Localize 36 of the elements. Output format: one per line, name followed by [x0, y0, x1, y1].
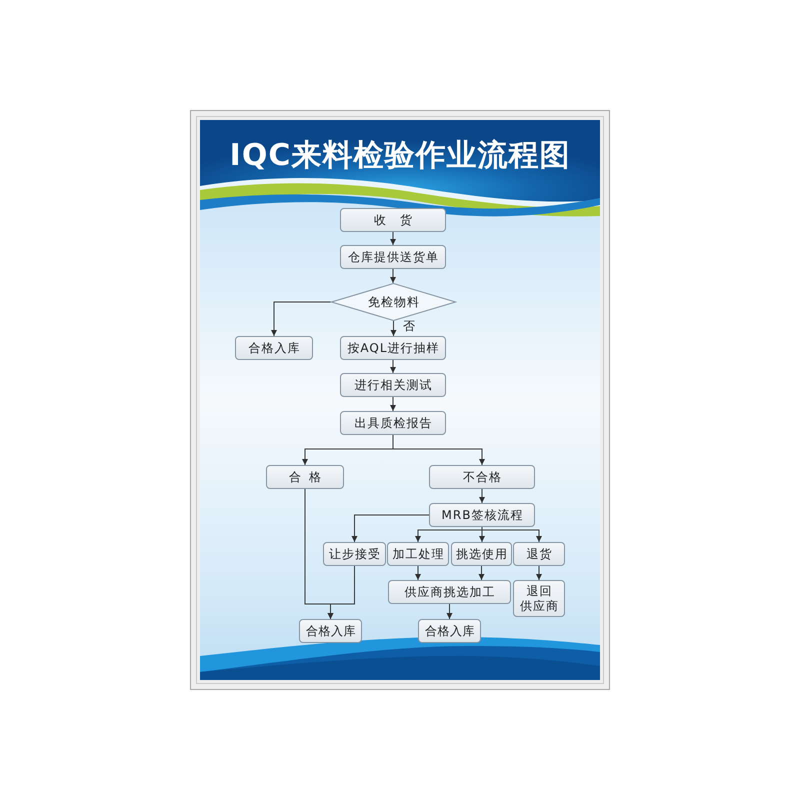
process-box: 按AQL进行抽样 [340, 336, 446, 360]
arrow [390, 268, 396, 284]
process-box: 供应商挑选加工 [388, 580, 511, 604]
arrow [390, 396, 396, 412]
arrow [392, 434, 485, 466]
arrow [479, 488, 485, 504]
process-box: 挑选使用 [451, 542, 512, 566]
arrow [390, 320, 396, 336]
arrow [328, 566, 355, 620]
arrow [478, 566, 484, 580]
edge-label: 否 [403, 319, 415, 333]
process-box: 收 货 [340, 208, 446, 232]
process-box: 退货 [513, 542, 565, 566]
arrow [390, 232, 396, 246]
arrow [415, 526, 482, 542]
process-box: 加工处理 [387, 542, 449, 566]
arrow [390, 360, 396, 374]
process-box: 出具质检报告 [340, 411, 446, 435]
process-box: 让步接受 [323, 542, 386, 566]
poster-title: IQC来料检验作业流程图 [228, 137, 572, 175]
arrow [482, 526, 542, 542]
process-box: 合 格 [266, 465, 344, 489]
process-box: 退回供应商 [513, 580, 565, 617]
process-box: 合格入库 [299, 619, 362, 643]
process-box: 合格入库 [235, 336, 313, 360]
process-box: 合格入库 [418, 619, 481, 643]
arrow [415, 566, 421, 580]
process-box: 仓库提供送货单 [340, 245, 446, 269]
process-box: 不合格 [429, 465, 535, 489]
arrow [352, 514, 430, 542]
arrow [536, 566, 542, 580]
arrow [271, 302, 332, 336]
arrow [446, 604, 452, 620]
process-box: MRB签核流程 [429, 503, 535, 527]
process-box: 进行相关测试 [340, 373, 446, 397]
decision-diamond: 免检物料 [331, 283, 456, 321]
